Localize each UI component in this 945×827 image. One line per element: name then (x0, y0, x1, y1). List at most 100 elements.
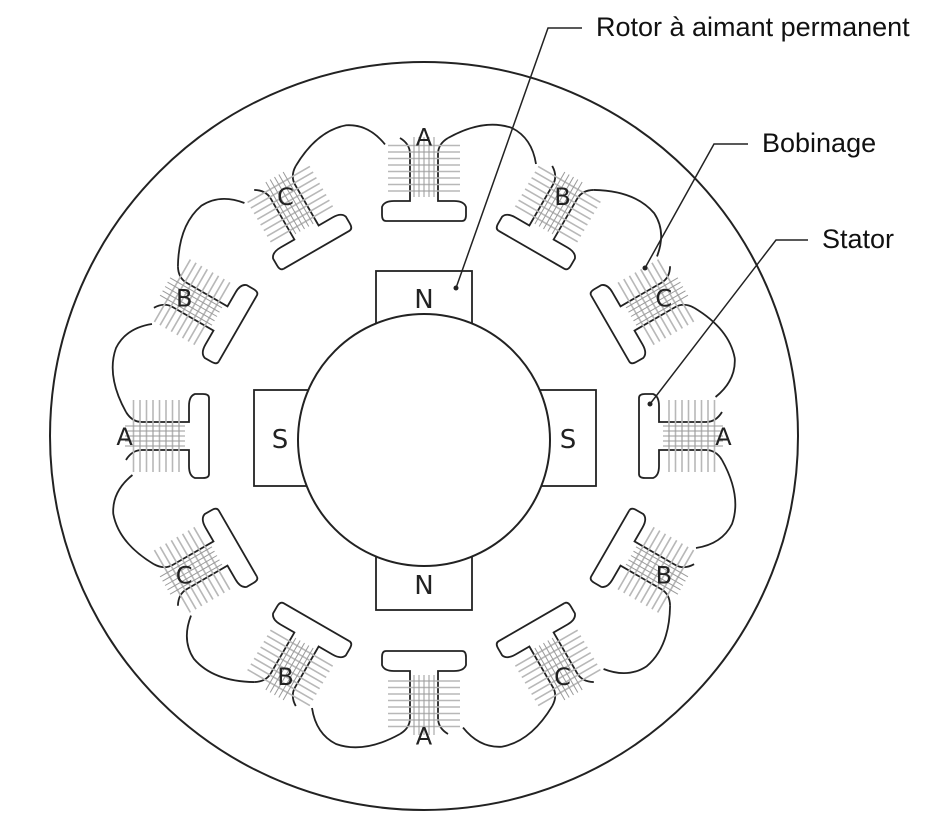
stator-tooth (381, 123, 537, 222)
rotor: N S N S (253, 270, 597, 611)
phase-label: A (416, 722, 433, 750)
winding-wire (159, 294, 213, 326)
tooth-right-edge (381, 650, 462, 735)
winding-wire (269, 179, 301, 232)
windings (125, 137, 723, 735)
tooth-right-edge (125, 393, 210, 474)
winding-coil (247, 165, 334, 243)
leader-lines (453, 27, 808, 407)
stator-tooth (153, 198, 259, 365)
stator-teeth (111, 123, 737, 749)
stator-outer-ring (49, 61, 799, 811)
winding-coil (514, 165, 601, 243)
tooth-left-edge (495, 165, 557, 232)
slot-back (186, 615, 255, 683)
stator-tooth (311, 650, 467, 749)
winding-coil (125, 400, 185, 472)
slot-back (593, 189, 662, 257)
phase-label: B (176, 285, 192, 313)
winding-wire (633, 290, 686, 322)
stator-tooth (462, 601, 594, 748)
winding-coil (388, 137, 460, 197)
winding-wire (543, 642, 574, 696)
winding-coil (247, 629, 334, 707)
tooth-left-edge (638, 393, 723, 423)
winding-wire (278, 174, 310, 227)
rotor-leader-line (455, 27, 582, 289)
winding-coil (153, 526, 231, 613)
magnet-pole-label: N (414, 285, 433, 315)
winding-wire (538, 174, 570, 227)
tooth-right-edge (590, 295, 695, 365)
winding-wire (551, 637, 583, 691)
phase-label: B (277, 663, 293, 691)
winding-wire (282, 647, 314, 701)
slot-back (693, 307, 736, 398)
winding-wire (551, 181, 583, 235)
winding-wire (159, 546, 213, 578)
phase-label: A (116, 423, 133, 451)
winding-coil (388, 675, 460, 735)
winding-wire (164, 555, 218, 586)
winding-wire (534, 171, 566, 225)
winding-wire (633, 550, 686, 582)
winding-coil (514, 629, 601, 707)
phase-label: C (277, 183, 294, 211)
tooth-left-edge (125, 449, 210, 479)
slot-back (695, 459, 737, 549)
winding-wire (274, 642, 305, 696)
winding-wire (265, 637, 297, 691)
winding-wire (543, 176, 574, 230)
bobinage-callout-label: Bobinage (762, 128, 877, 158)
stator-leader-line (649, 239, 808, 405)
magnet-pole-label: S (560, 425, 577, 455)
bobinage-leader-line (644, 143, 748, 269)
tooth-right-edge (153, 507, 258, 577)
phase-label: B (656, 561, 672, 589)
stator-tooth (495, 165, 662, 271)
magnet-pole-label: S (272, 425, 289, 455)
slot-back (447, 123, 537, 165)
stator-callout-label: Stator (822, 224, 895, 254)
stator-tooth (638, 393, 737, 549)
phase-label: C (554, 663, 571, 691)
winding-coil (617, 526, 695, 613)
stator-tooth (589, 266, 736, 398)
stator-outer-circle (49, 61, 799, 811)
winding-coil (663, 400, 723, 472)
slot-back (311, 707, 401, 749)
phase-label: A (416, 124, 433, 152)
winding-wire (167, 559, 220, 591)
bobinage-leader-dot (642, 265, 648, 271)
magnet-pole-label: N (414, 571, 433, 601)
stator-tooth (589, 507, 695, 674)
winding-wire (162, 290, 215, 322)
slot-back (177, 198, 245, 267)
winding-wire (274, 176, 305, 230)
winding-wire (630, 286, 684, 317)
phase-label: B (554, 183, 570, 211)
winding-wire (265, 181, 297, 235)
winding-wire (635, 294, 689, 326)
winding-wire (625, 277, 679, 309)
stator-tooth (186, 601, 353, 707)
stator-tooth (112, 474, 259, 606)
tooth-right-edge (498, 189, 594, 271)
winding-wire (169, 277, 223, 309)
rotor-leader-dot (453, 285, 459, 291)
phase-label: C (176, 561, 193, 589)
winding-wire (269, 640, 301, 693)
slot-back (295, 124, 386, 167)
stator-leader-dot (647, 401, 653, 407)
tooth-right-edge (589, 510, 671, 606)
winding-wire (534, 647, 566, 701)
rotor-core (297, 313, 551, 567)
rotor-callout-label: Rotor à aimant permanent (596, 12, 910, 42)
winding-coil (617, 259, 695, 346)
phase-label: A (715, 423, 732, 451)
winding-wire (628, 281, 681, 313)
tooth-left-edge (291, 640, 353, 707)
winding-wire (278, 645, 310, 698)
